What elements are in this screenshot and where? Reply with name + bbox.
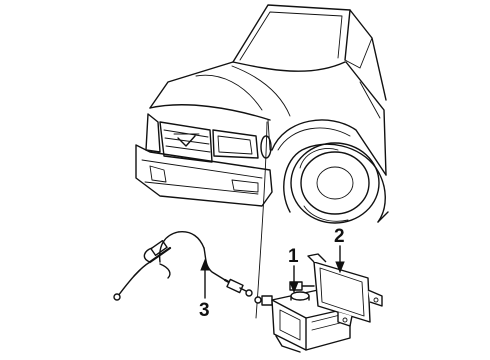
routing-line (255, 121, 268, 319)
callout-1: 1 (288, 246, 299, 267)
callout-3: 3 (199, 300, 210, 321)
vehicle-illustration (135, 4, 389, 224)
leader-lines (200, 245, 345, 299)
cruise-cable (113, 231, 253, 301)
callout-2: 2 (334, 226, 345, 247)
